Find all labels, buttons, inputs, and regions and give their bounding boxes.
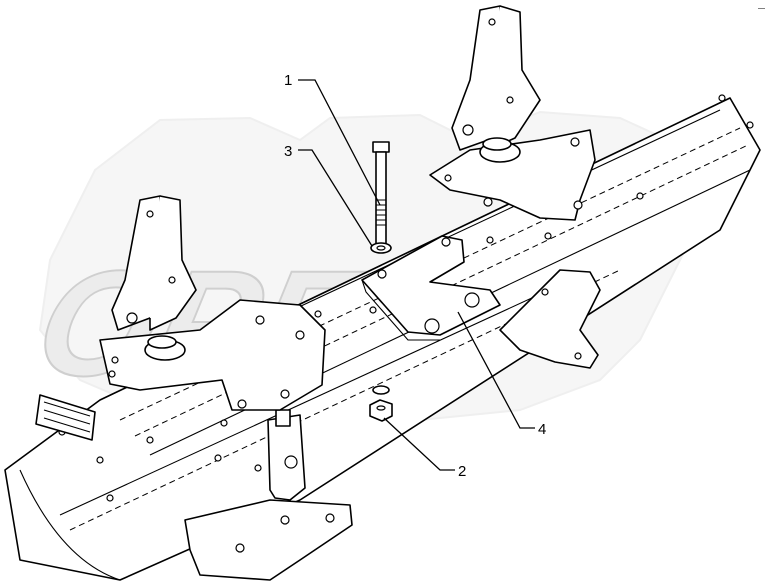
leader-4 [457,311,535,429]
corner-mark: — [758,5,765,12]
leader-3 [298,149,373,247]
left-wear-strip [35,394,96,441]
callout-1: 1 [284,72,292,89]
washer [370,242,392,254]
right-lift-bracket [429,5,601,369]
lock-washer [372,385,390,395]
callouts: 1 3 4 2 [284,72,546,480]
bolt [372,141,390,247]
lower-bracket [184,409,353,581]
right-mount-plate [429,129,596,221]
right-lower-plate [499,269,601,369]
leader-lines [298,79,535,471]
nut [369,399,393,422]
mounting-plate [361,235,501,341]
leader-1 [298,79,381,206]
callout-3: 3 [284,143,292,160]
callout-2: 2 [458,463,466,480]
left-mount-plate [99,299,326,411]
left-lift-bracket [99,195,326,411]
callout-4: 4 [538,421,546,438]
leader-2 [383,417,455,471]
